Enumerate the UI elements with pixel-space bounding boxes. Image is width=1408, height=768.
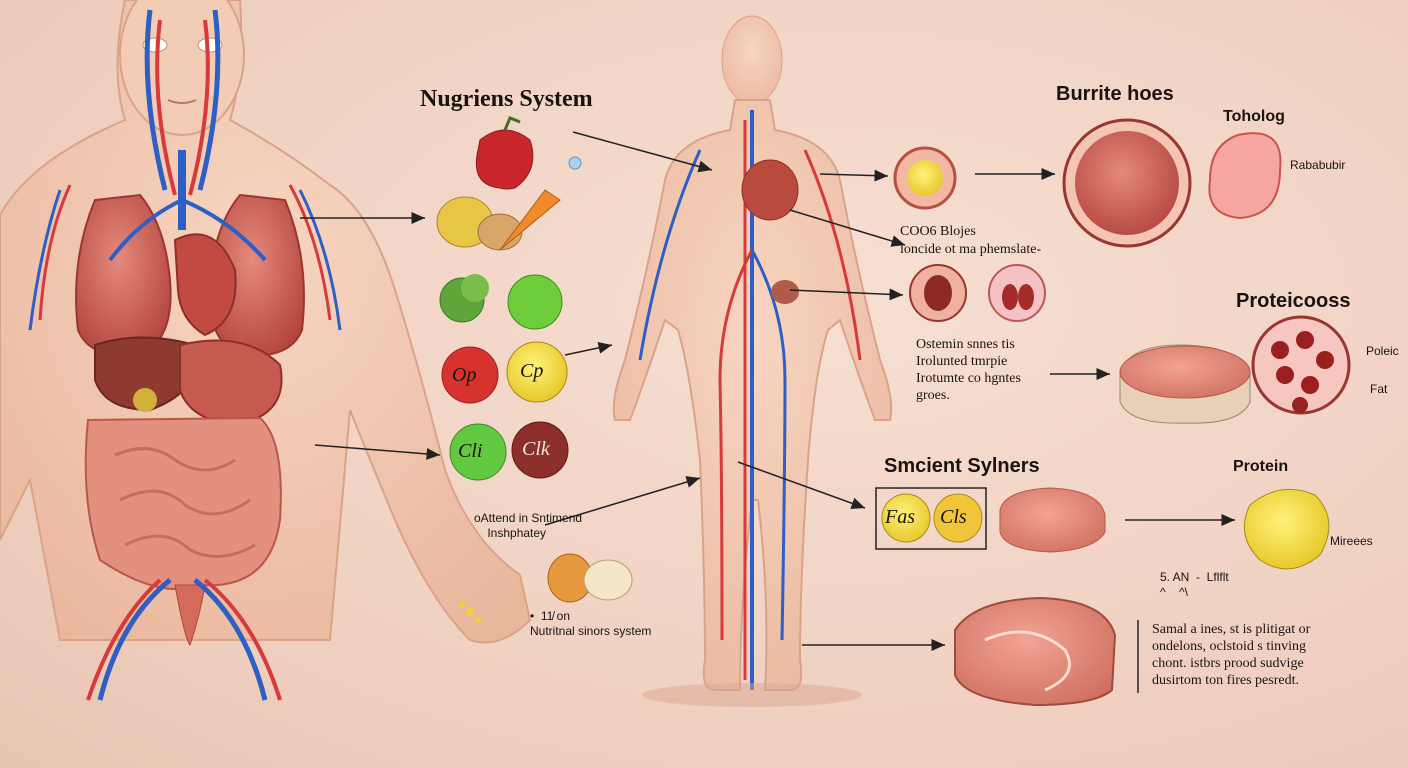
title-burrite-hoes: Burrite hoes <box>1056 83 1174 105</box>
label-fat: Fat <box>1370 382 1388 396</box>
title-nutrients-system: Nugriens System <box>420 86 593 112</box>
label-ofttend-block: oAttend in Sntimend Inshphatey <box>474 511 583 540</box>
label-poleic: Poleic <box>1366 344 1399 358</box>
label-nutrintal-block: • 11̸ on Nutritnal sinors system <box>530 609 652 638</box>
title-protein: Protein <box>1233 458 1289 475</box>
label-loncide: loncide ot ma phemslate- <box>900 242 1042 257</box>
right-organs <box>875 118 1351 707</box>
title-smcient-sylners: Smcient Sylners <box>884 455 1040 477</box>
label-ostemin-block: Ostemin snnes tis Irolunted tmrpie Irotu… <box>916 337 1021 403</box>
label-coo-blocks: COO6 Blojes <box>900 224 976 239</box>
left-torso <box>0 0 532 701</box>
badge-b1: Op <box>452 364 477 386</box>
label-samal-block: Samal a ines, st is plitigat or ondelons… <box>1152 622 1311 688</box>
label-rabarbubir: Rababubir <box>1290 158 1346 172</box>
label-mireees: Mireees <box>1330 534 1373 548</box>
food-items <box>436 116 633 623</box>
badge-b2: Cp <box>520 360 544 382</box>
badge-b4: Clk <box>522 438 550 460</box>
badge-b6: Cls <box>940 506 967 528</box>
center-figure <box>612 15 893 691</box>
arrows <box>300 131 1235 651</box>
label-san-code: 5. AN - Lflflt ^ ^\ <box>1160 570 1229 599</box>
title-toholog: Toholog <box>1223 108 1285 125</box>
title-proteicooss: Proteicooss <box>1236 290 1351 312</box>
badge-b3: Cli <box>458 440 483 462</box>
badge-b5: Fas <box>885 506 915 528</box>
